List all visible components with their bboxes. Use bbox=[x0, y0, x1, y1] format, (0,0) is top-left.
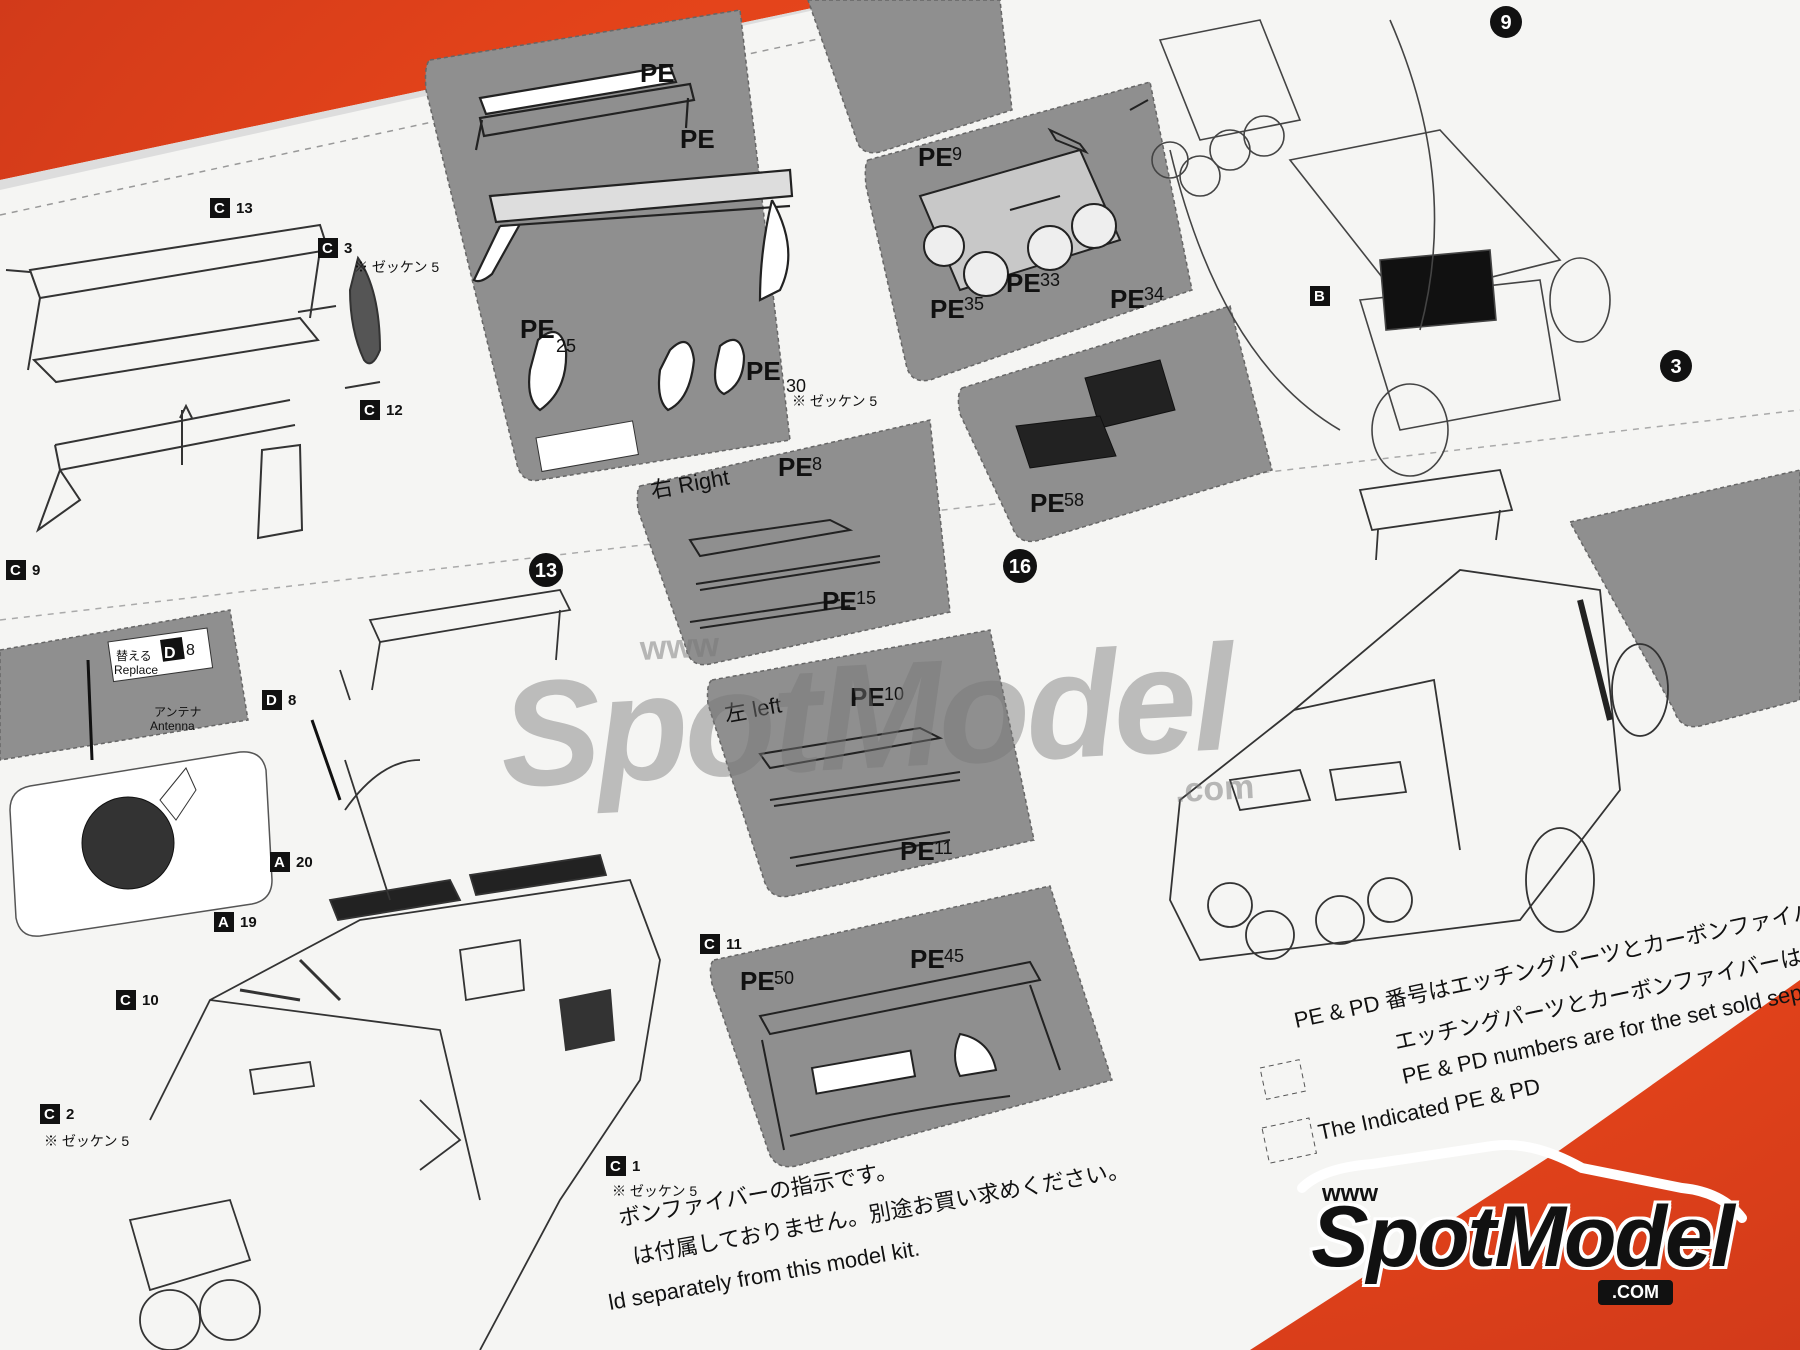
callout-b: B bbox=[1310, 286, 1330, 306]
logo-www: www bbox=[1322, 1180, 1379, 1207]
label-pe58-num: 58 bbox=[1064, 490, 1084, 510]
callout-a20: A 20 bbox=[270, 852, 313, 872]
label-pe33: PE bbox=[1006, 268, 1041, 298]
panel-left bbox=[706, 629, 1035, 898]
antenna-part: D bbox=[164, 645, 176, 662]
label-pe25-num: 25 bbox=[556, 336, 576, 356]
svg-text:3: 3 bbox=[344, 240, 352, 257]
label-pe35: PE bbox=[930, 294, 965, 324]
label-pe10-num: 10 bbox=[884, 684, 904, 704]
label-pe31a: PE bbox=[640, 58, 675, 88]
label-pe9-num: 9 bbox=[952, 144, 962, 164]
panel-spoiler bbox=[424, 9, 791, 482]
label-pe50-num: 50 bbox=[774, 968, 794, 988]
logo-brand: SpotModel bbox=[1311, 1189, 1735, 1285]
label-pe25: PE bbox=[520, 314, 555, 344]
label-pe15-num: 15 bbox=[856, 588, 876, 608]
svg-text:C: C bbox=[10, 562, 21, 579]
panel-right bbox=[636, 419, 951, 666]
svg-text:20: 20 bbox=[296, 854, 313, 871]
label-zekken-panel: ※ ゼッケン 5 bbox=[792, 393, 877, 409]
zekken-c2: ※ ゼッケン 5 bbox=[44, 1133, 129, 1149]
svg-text:9: 9 bbox=[32, 562, 40, 579]
logo-com: .COM bbox=[1598, 1280, 1673, 1305]
label-pe50: PE bbox=[740, 966, 775, 996]
svg-text:1: 1 bbox=[632, 1158, 640, 1175]
svg-text:C: C bbox=[120, 992, 131, 1009]
antenna-replace-jp: 替える bbox=[116, 649, 152, 663]
callout-c11: C 11 bbox=[700, 934, 742, 954]
svg-text:8: 8 bbox=[288, 692, 296, 709]
antenna-part-num: 8 bbox=[186, 642, 195, 659]
title-right: 右 Right bbox=[649, 465, 732, 503]
callout-c9: C 9 bbox=[6, 560, 40, 580]
step-13: 13 bbox=[535, 560, 557, 582]
label-pe58: PE bbox=[1030, 488, 1065, 518]
callout-c3: C 3 bbox=[318, 238, 352, 258]
label-pe30: PE bbox=[746, 356, 781, 386]
callout-c10: C 10 bbox=[116, 990, 159, 1010]
label-pe33-num: 33 bbox=[1040, 270, 1060, 290]
label-pe31b: PE bbox=[680, 124, 715, 154]
callout-a19: A 19 bbox=[214, 912, 257, 932]
label-pe45-num: 45 bbox=[944, 946, 964, 966]
label-pe30-num: 30 bbox=[786, 376, 806, 396]
antenna-label-en: Antenna bbox=[150, 719, 195, 733]
label-pe11: PE bbox=[900, 836, 935, 866]
svg-text:C: C bbox=[322, 240, 333, 257]
svg-text:10: 10 bbox=[142, 992, 159, 1009]
label-pe45: PE bbox=[910, 944, 945, 974]
svg-text:C: C bbox=[704, 936, 715, 953]
antenna-label-jp: アンテナ bbox=[154, 705, 202, 719]
panel-right-edge bbox=[1568, 469, 1800, 728]
svg-text:C: C bbox=[44, 1106, 55, 1123]
svg-text:13: 13 bbox=[236, 200, 253, 217]
svg-text:D: D bbox=[266, 692, 277, 709]
zekken-c3: ※ ゼッケン 5 bbox=[354, 259, 439, 275]
panel-top bbox=[807, 0, 1013, 154]
antenna-replace-en: Replace bbox=[114, 663, 158, 677]
svg-text:A: A bbox=[218, 914, 229, 931]
callout-c12: C 12 bbox=[360, 400, 403, 420]
svg-text:12: 12 bbox=[386, 402, 403, 419]
label-pe34-num: 34 bbox=[1144, 284, 1164, 304]
step-3: 3 bbox=[1670, 356, 1681, 378]
svg-text:11: 11 bbox=[726, 936, 742, 953]
label-pe34: PE bbox=[1110, 284, 1145, 314]
label-pe8: PE bbox=[778, 452, 813, 482]
zekken-c1: ※ ゼッケン 5 bbox=[612, 1183, 697, 1199]
logo-car-outline-icon bbox=[1297, 1139, 1747, 1223]
callout-c1: C 1 bbox=[606, 1156, 640, 1176]
step-9: 9 bbox=[1500, 12, 1511, 34]
callout-d8: D 8 bbox=[262, 690, 296, 710]
label-pe11-num: 11 bbox=[934, 838, 953, 858]
label-pe35-num: 35 bbox=[964, 294, 984, 314]
label-pe8-num: 8 bbox=[812, 454, 822, 474]
spotmodel-logo: www SpotModel .COM bbox=[1282, 1128, 1762, 1324]
svg-text:A: A bbox=[274, 854, 285, 871]
step-16: 16 bbox=[1009, 556, 1031, 578]
label-pe9: PE bbox=[918, 142, 953, 172]
callout-c13: C 13 bbox=[210, 198, 253, 218]
label-pe10: PE bbox=[850, 682, 885, 712]
svg-text:C: C bbox=[610, 1158, 621, 1175]
callout-c2: C 2 bbox=[40, 1104, 74, 1124]
svg-text:B: B bbox=[1314, 288, 1325, 305]
label-pe15: PE bbox=[822, 586, 857, 616]
svg-text:2: 2 bbox=[66, 1106, 74, 1123]
watermark-com: .com bbox=[1174, 767, 1256, 811]
svg-text:C: C bbox=[214, 200, 225, 217]
svg-text:C: C bbox=[364, 402, 375, 419]
svg-text:19: 19 bbox=[240, 914, 257, 931]
panel-rear bbox=[709, 885, 1113, 1168]
